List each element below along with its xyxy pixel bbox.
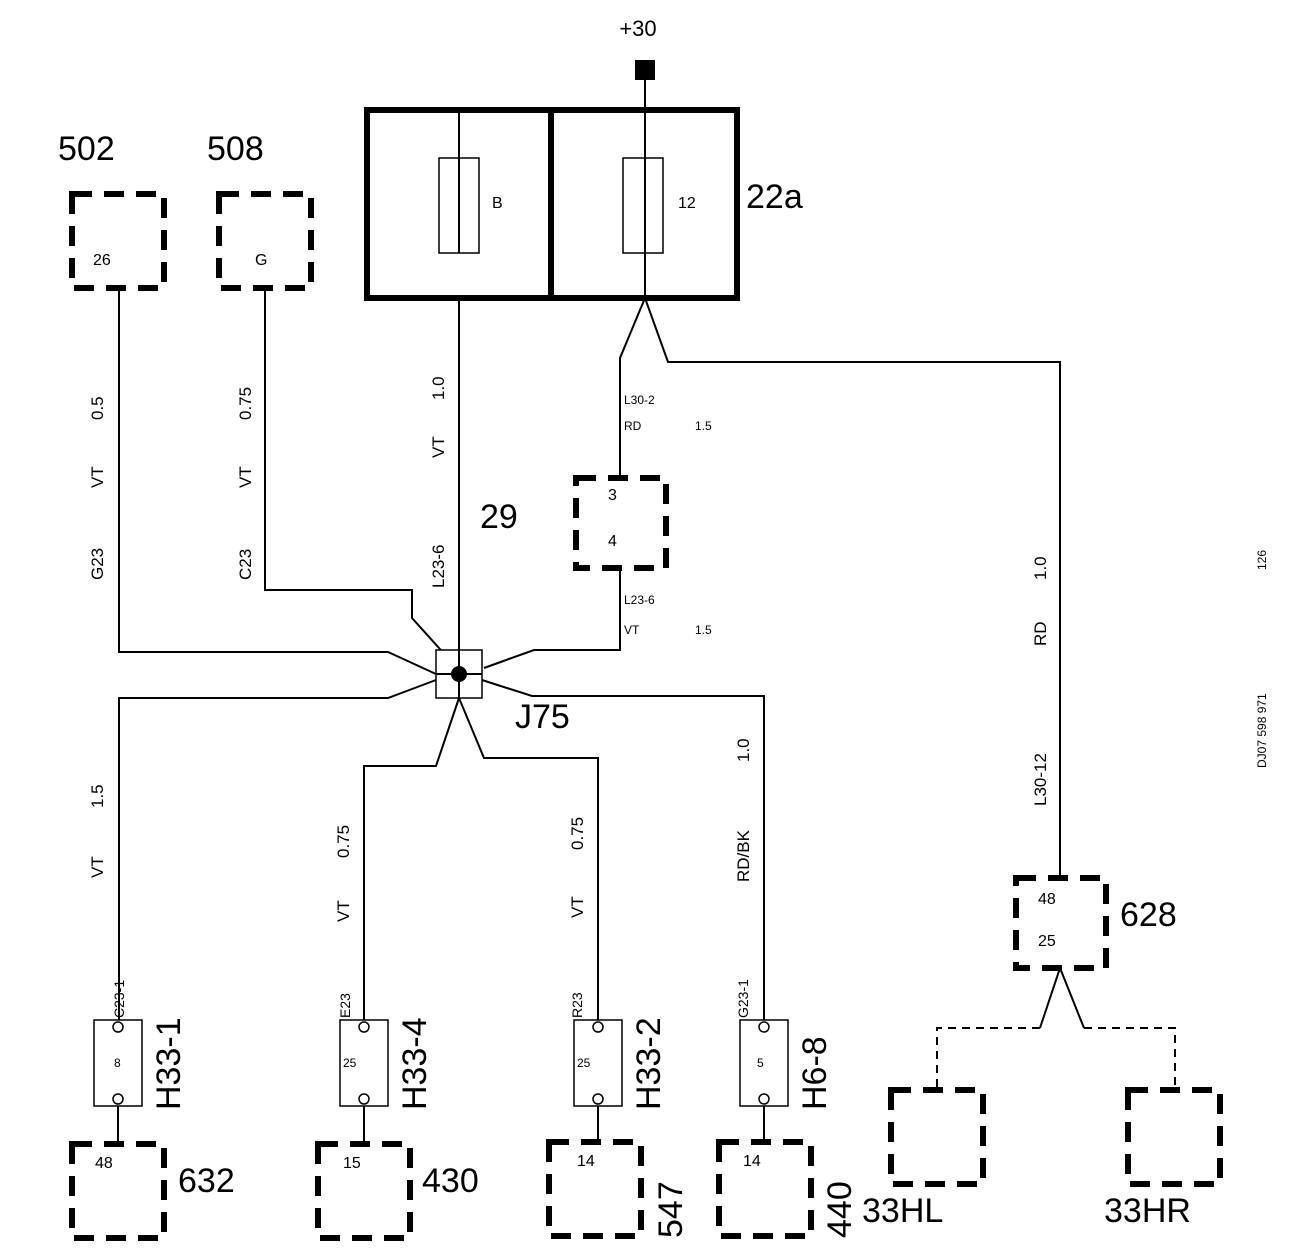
lamp-33hl-label: 33HL	[862, 1192, 943, 1230]
wire-440-size: 1.0	[734, 738, 753, 762]
connector-430-pin: 15	[343, 1155, 361, 1172]
wire-508-id: C23	[236, 549, 255, 580]
fuse-h33-1-wire-id: C23-1	[111, 980, 127, 1018]
wire-632-color: VT	[88, 856, 107, 878]
wire-relay-out-id: L23-6	[624, 593, 655, 607]
wire-440-color: RD/BK	[734, 829, 753, 882]
fuse-h33-4-pin: 25	[343, 1056, 357, 1070]
wire-430-size: 0.75	[334, 825, 353, 858]
wire-632-size: 1.5	[88, 784, 107, 808]
connector-508-pin: G	[255, 252, 267, 269]
fuse-h6-8-pin: 5	[757, 1056, 764, 1070]
fuse-h6-8-label: H6-8	[796, 1036, 834, 1110]
doc-reference-code: DJ07 598 971	[1255, 693, 1269, 768]
splice-label: J75	[515, 698, 570, 736]
wire-430-color: VT	[334, 900, 353, 922]
splice-j75	[435, 649, 483, 699]
lamp-33hr-label: 33HR	[1104, 1192, 1191, 1230]
fuse-h33-2-pin: 25	[577, 1056, 591, 1070]
lamp-33hr: 33HR	[1104, 1087, 1223, 1230]
wire-502-size: 0.5	[88, 396, 107, 420]
connector-508-label: 508	[207, 130, 264, 168]
fuse-h33-1-pin: 8	[114, 1056, 121, 1070]
relay-pin-3: 3	[608, 487, 617, 504]
relay-29-label: 29	[480, 498, 518, 536]
wire-relay-in-id: L30-2	[624, 393, 655, 407]
fuse-box-22a: B 12 22a	[364, 107, 803, 301]
wire-relay-in-size: 1.5	[695, 419, 712, 433]
fuse-h33-4-label: H33-4	[396, 1017, 434, 1110]
fuse-h33-1: C23-1 8 H33-1	[93, 980, 188, 1110]
relay-29: 3 4	[573, 475, 669, 571]
connector-508: 508 G	[207, 130, 314, 291]
wire-relay-in-color: RD	[624, 419, 642, 433]
fuse-12-label: 12	[678, 195, 696, 212]
connector-628-pin-bottom: 25	[1038, 933, 1056, 950]
wire-508-size: 0.75	[236, 387, 255, 420]
supply-terminal	[635, 60, 655, 80]
connector-502: 502 26	[58, 130, 167, 291]
wire-508-color: VT	[236, 466, 255, 488]
wire-547-size: 0.75	[568, 817, 587, 850]
supply-label: +30	[619, 16, 656, 41]
wire-fuseb-color: VT	[429, 436, 448, 458]
connector-632: 48 632	[69, 1141, 235, 1241]
connector-632-pin: 48	[95, 1155, 113, 1172]
fuse-b-label: B	[492, 195, 503, 212]
fuse-box-id: 22a	[746, 178, 803, 216]
doc-page-number: 126	[1255, 550, 1269, 570]
lamp-33hl: 33HL	[862, 1087, 986, 1230]
fuse-h33-2-label: H33-2	[630, 1017, 668, 1110]
fuse-h33-4-wire-id: E23	[337, 993, 353, 1018]
connector-440: 14 440	[716, 1139, 859, 1239]
connector-430-label: 430	[422, 1162, 479, 1200]
connector-547-pin: 14	[577, 1153, 595, 1170]
wire-547-color: VT	[568, 896, 587, 918]
wire-502-id: G23	[88, 548, 107, 580]
fuse-h33-2-wire-id: R23	[569, 992, 585, 1018]
fuse-h33-1-label: H33-1	[150, 1017, 188, 1110]
wire-628-id: L30-12	[1031, 753, 1050, 806]
wire-628-color: RD	[1031, 621, 1050, 646]
connector-502-label: 502	[58, 130, 115, 168]
fuse-h33-4: E23 25 H33-4	[337, 993, 434, 1110]
fuse-h33-2: R23 25 H33-2	[569, 992, 668, 1110]
connector-440-label: 440	[821, 1181, 859, 1238]
connector-628: 48 25 628	[1013, 875, 1177, 971]
wire-relay-out-color: VT	[624, 623, 640, 637]
connector-628-pin-top: 48	[1038, 891, 1056, 908]
connector-430: 15 430	[315, 1141, 479, 1241]
wire-fuseb-size: 1.0	[429, 376, 448, 400]
fuse-h6-8: G23-1 5 H6-8	[735, 979, 834, 1110]
connector-632-label: 632	[178, 1162, 235, 1200]
connector-547-label: 547	[652, 1181, 690, 1238]
fuse-12	[622, 157, 664, 254]
connector-502-pin: 26	[93, 252, 111, 269]
wire-628-size: 1.0	[1031, 556, 1050, 580]
connector-628-label: 628	[1120, 896, 1177, 934]
connector-547: 14 547	[546, 1139, 690, 1239]
wire-fuseb-id: L23-6	[429, 545, 448, 588]
fuse-h6-8-wire-id: G23-1	[735, 979, 751, 1018]
connector-440-pin: 14	[743, 1153, 761, 1170]
wire-502-color: VT	[88, 466, 107, 488]
wire-relay-out-size: 1.5	[695, 623, 712, 637]
relay-pin-4: 4	[608, 533, 617, 550]
